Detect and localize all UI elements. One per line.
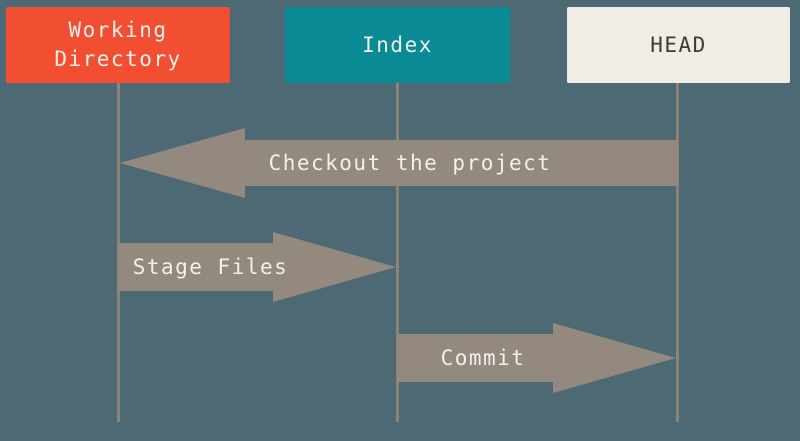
checkout-arrow: Checkout the project [118, 128, 678, 198]
head-box: HEAD [567, 7, 790, 83]
index-box: Index [285, 7, 510, 83]
working-directory-box: Working Directory [6, 7, 230, 83]
working-directory-label: Working Directory [54, 18, 182, 71]
head-label: HEAD [650, 32, 707, 57]
head-lifeline [676, 83, 679, 422]
stage-files-arrow-label: Stage Files [132, 255, 289, 279]
commit-arrow-label: Commit [440, 346, 526, 370]
right-arrow-shape [397, 323, 676, 393]
right-arrow-shape [118, 232, 396, 302]
left-arrow-shape [120, 128, 678, 198]
commit-arrow: Commit [397, 323, 677, 393]
stage-files-arrow: Stage Files [118, 232, 397, 302]
checkout-arrow-label: Checkout the project [268, 151, 552, 175]
index-lifeline [396, 83, 399, 422]
index-label: Index [362, 32, 433, 57]
